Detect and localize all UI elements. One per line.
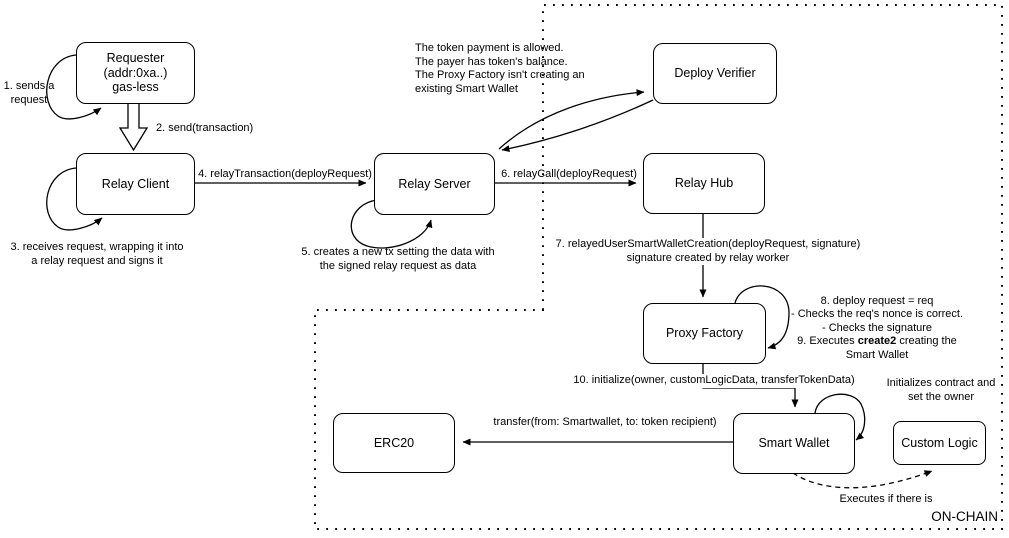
node-custom-logic: Custom Logic [893,421,986,465]
label-step2: 2. send(transaction) [156,122,254,134]
self-loop-requester [46,54,102,120]
label-executes: Executes if there is [839,493,933,505]
label-onchain: ON-CHAIN [931,509,998,524]
label-step10: 10. initialize(owner, customLogicData, t… [573,374,855,388]
node-relay-hub: Relay Hub [643,153,765,214]
node-proxy-factory: Proxy Factory [643,303,766,364]
block-arrow-send-transaction [118,101,149,152]
label-verifier-note: The token payment is allowed. The payer … [415,42,585,95]
label-transfer: transfer(from: Smartwallet, to: token re… [493,416,717,428]
self-loop-relay-server [350,199,433,249]
label-step7: 7. relayedUserSmartWalletCreation(deploy… [549,238,867,265]
label-step6: 6. relayCall(deployRequest) [501,168,637,180]
node-erc20: ERC20 [333,413,455,473]
node-relay-server: Relay Server [374,153,495,215]
step8-9-text-pre: 8. deploy request = req - Checks the req… [790,294,964,348]
label-step4: 4. relayTransaction(deployRequest) [198,168,372,180]
label-init-note: Initializes contract and set the owner [886,377,996,403]
step8-9-text-post: creating the Smart Wallet [845,335,957,361]
label-step1: 1. sends a request [3,80,55,106]
curve-to-deploy-verifier [498,89,645,150]
self-loop-smart-wallet [814,393,866,441]
self-loop-proxy-factory [734,285,790,350]
curve-from-deploy-verifier [501,99,654,152]
dashed-arrow-executes [792,470,933,489]
node-smart-wallet: Smart Wallet [733,413,855,474]
node-relay-client: Relay Client [76,153,195,215]
step8-9-text-bold: create2 [857,335,897,347]
label-step8-9: 8. deploy request = req - Checks the req… [788,281,966,362]
node-deploy-verifier: Deploy Verifier [653,43,777,104]
node-requester: Requester (addr:0xa..) gas-less [76,42,195,104]
onchain-boundary [314,4,1003,530]
label-step5: 5. creates a new tx setting the data wit… [301,246,495,272]
self-loop-relay-client [46,167,103,231]
label-step3: 3. receives request, wrapping it into a … [10,241,184,267]
